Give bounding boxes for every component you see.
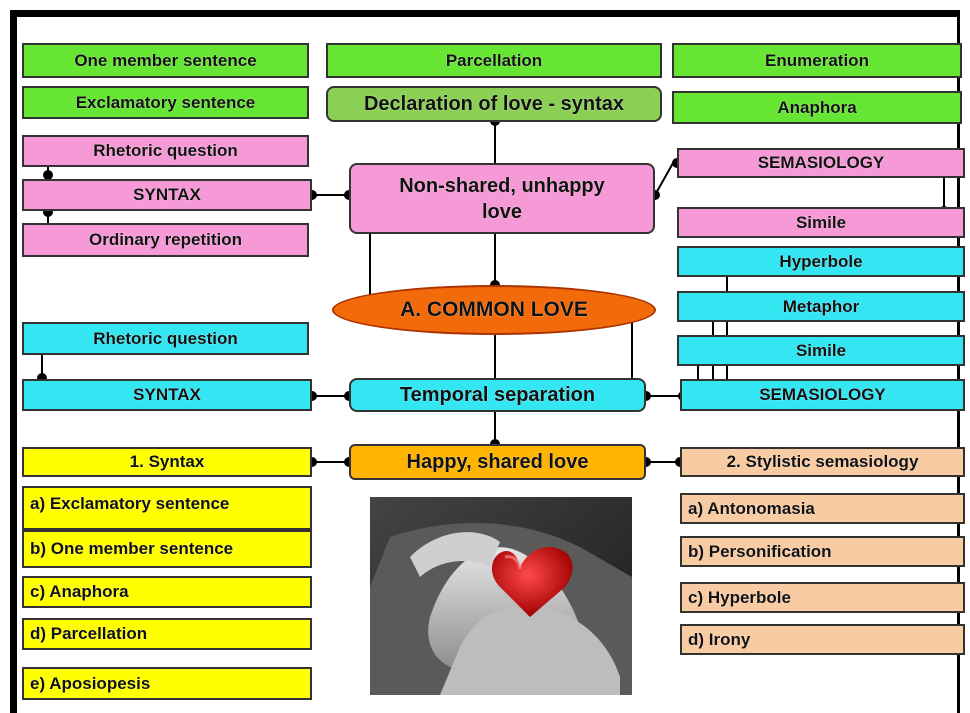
box-syntax-cyan: SYNTAX xyxy=(22,379,312,411)
list-item-personification: b) Personification xyxy=(680,536,965,567)
box-syntax-header: 1. Syntax xyxy=(22,447,312,477)
node-nonshared-love: Non-shared, unhappy love xyxy=(349,163,655,234)
box-simile-pink: Simile xyxy=(677,207,965,238)
box-syntax-pink: SYNTAX xyxy=(22,179,312,211)
box-hyperbole-cyan: Hyperbole xyxy=(677,246,965,277)
node-happy-shared-love: Happy, shared love xyxy=(349,444,646,480)
list-item-aposiopesis: e) Aposiopesis xyxy=(22,667,312,700)
box-stylistic-semasiology-header: 2. Stylistic semasiology xyxy=(680,447,965,477)
node-common-love: A. COMMON LOVE xyxy=(332,285,656,335)
list-item-hyperbole-peach: c) Hyperbole xyxy=(680,582,965,613)
node-temporal-separation: Temporal separation xyxy=(349,378,646,412)
box-rhetoric-question-cyan: Rhetoric question xyxy=(22,322,309,355)
box-anaphora: Anaphora xyxy=(672,91,962,124)
list-item-antonomasia: a) Antonomasia xyxy=(680,493,965,524)
box-ordinary-repetition: Ordinary repetition xyxy=(22,223,309,257)
diagram-title: Declaration of love - syntax xyxy=(326,86,662,122)
box-semasiology-pink: SEMASIOLOGY xyxy=(677,148,965,178)
box-exclamatory-sentence: Exclamatory sentence xyxy=(22,86,309,119)
box-rhetoric-question-pink: Rhetoric question xyxy=(22,135,309,167)
box-metaphor: Metaphor xyxy=(677,291,965,322)
list-item-one-member: b) One member sentence xyxy=(22,530,312,568)
box-enumeration: Enumeration xyxy=(672,43,962,78)
hands-heart-photo xyxy=(370,497,632,695)
box-semasiology-cyan: SEMASIOLOGY xyxy=(680,379,965,411)
box-parcellation: Parcellation xyxy=(326,43,662,78)
box-one-member-sentence: One member sentence xyxy=(22,43,309,78)
list-item-anaphora: c) Anaphora xyxy=(22,576,312,608)
box-simile-cyan: Simile xyxy=(677,335,965,366)
list-item-parcellation: d) Parcellation xyxy=(22,618,312,650)
list-item-irony: d) Irony xyxy=(680,624,965,655)
list-item-exclamatory: a) Exclamatory sentence xyxy=(22,486,312,530)
